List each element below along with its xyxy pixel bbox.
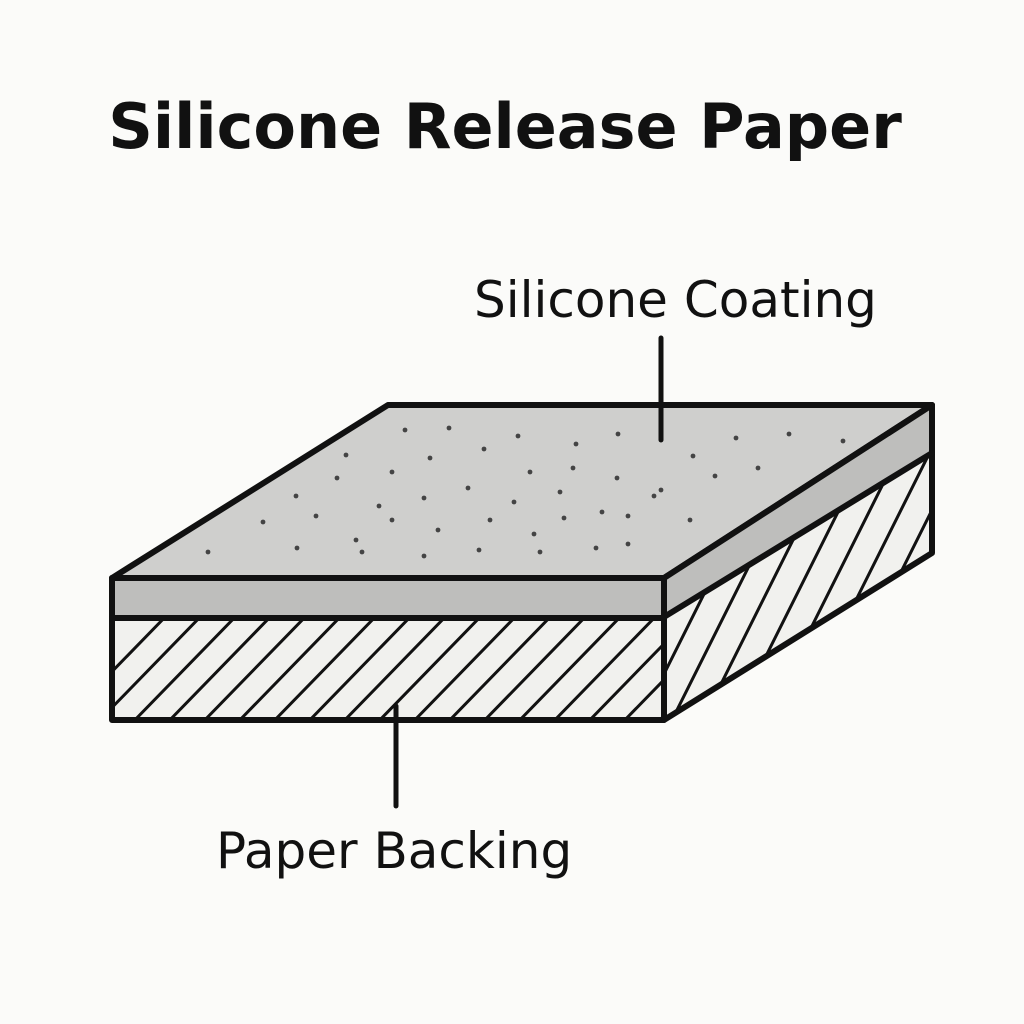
speckle-dot <box>293 493 299 499</box>
hatch-line <box>941 440 1024 740</box>
hatch-line <box>972 440 1024 740</box>
speckle-dot <box>359 549 365 555</box>
speckle-dot <box>402 427 408 433</box>
speckle-dot <box>515 433 521 439</box>
hatch-line <box>338 619 452 720</box>
speckle-dot <box>786 431 792 437</box>
speckle-dot <box>687 517 693 523</box>
speckle-dot <box>537 549 543 555</box>
speckle-dot <box>376 503 382 509</box>
speckle-dot <box>334 475 340 481</box>
hatch-line <box>198 619 312 720</box>
block-outline <box>109 402 935 723</box>
speckle-dot <box>625 541 631 547</box>
speckle-dot <box>658 487 664 493</box>
speckle-dot <box>389 469 395 475</box>
paper-backing-front-hatch <box>112 619 664 720</box>
speckle-dot <box>294 545 300 551</box>
speckle-dot <box>205 549 211 555</box>
speckle-dot <box>615 431 621 437</box>
hatch-line <box>303 619 417 720</box>
speckle-dot <box>527 469 533 475</box>
speckle-dot <box>561 515 567 521</box>
speckle-dot <box>690 453 696 459</box>
silicone-coating-front-band <box>112 578 664 617</box>
hatch-line <box>618 619 664 720</box>
speckle-dot <box>511 499 517 505</box>
hatch-line <box>513 619 627 720</box>
speckle-dot <box>573 441 579 447</box>
speckle-dot <box>599 509 605 515</box>
speckle-dot <box>840 438 846 444</box>
speckle-dot <box>435 527 441 533</box>
paper-backing-label: Paper Backing <box>216 822 573 880</box>
speckle-dot <box>476 547 482 553</box>
speckle-dot <box>481 446 487 452</box>
hatch-line <box>548 619 662 720</box>
speckle-dot <box>625 513 631 519</box>
speckle-dot <box>465 485 471 491</box>
hatch-line <box>373 619 487 720</box>
speckle-dot <box>487 517 493 523</box>
speckle-dot <box>427 455 433 461</box>
speckle-dot <box>651 493 657 499</box>
silicone-coating-label: Silicone Coating <box>474 271 877 329</box>
speckle-dot <box>260 519 266 525</box>
paper-backing-front-face <box>112 619 664 720</box>
hatch-line <box>478 619 592 720</box>
hatch-line <box>408 619 522 720</box>
speckle-dot <box>557 489 563 495</box>
speckle-dot <box>446 425 452 431</box>
hatch-line <box>443 619 557 720</box>
hatch-line <box>233 619 347 720</box>
speckle-dot <box>389 517 395 523</box>
speckle-dot <box>421 495 427 501</box>
speckle-dot <box>531 531 537 537</box>
speckle-dot <box>712 473 718 479</box>
silicone-coating-side-band <box>664 405 932 616</box>
speckle-dot <box>353 537 359 543</box>
hatch-line <box>268 619 382 720</box>
speckle-dot <box>313 513 319 519</box>
speckle-dot <box>421 553 427 559</box>
hatch-line <box>163 619 277 720</box>
speckle-dot <box>614 475 620 481</box>
speckle-dot <box>733 435 739 441</box>
silicone-coating-speckles <box>205 425 846 559</box>
hatch-line <box>128 619 242 720</box>
diagram-title: Silicone Release Paper <box>108 90 902 163</box>
speckle-dot <box>343 452 349 458</box>
speckle-dot <box>593 545 599 551</box>
hatch-line <box>583 619 664 720</box>
speckle-dot <box>755 465 761 471</box>
speckle-dot <box>570 465 576 471</box>
